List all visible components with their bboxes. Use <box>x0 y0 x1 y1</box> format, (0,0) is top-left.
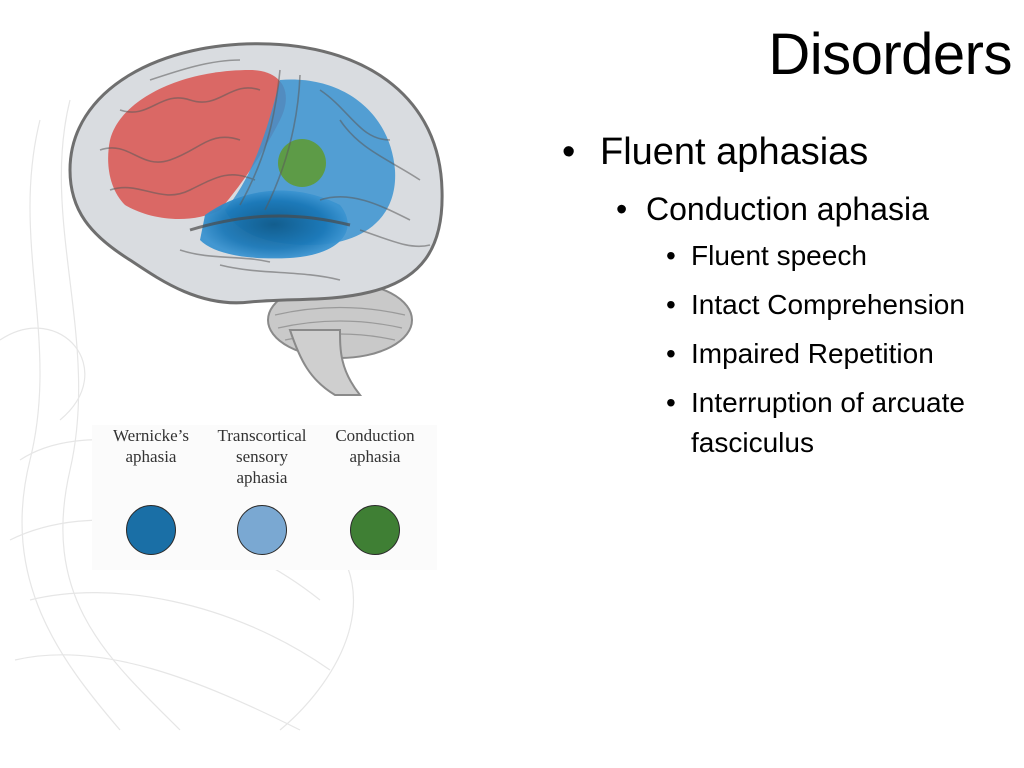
bullet-level1: • Fluent aphasias <box>560 128 1010 176</box>
bullet-text: Interruption of arcuate fasciculus <box>691 387 965 458</box>
bullet-dot: • <box>666 240 676 271</box>
brain-illustration <box>68 42 444 396</box>
bullet-level3: • Intact Comprehension <box>560 285 991 325</box>
bullet-text: Conduction aphasia <box>646 191 929 227</box>
bullet-text: Fluent aphasias <box>600 131 869 173</box>
bullet-dot: • <box>666 338 676 369</box>
bullet-level2: • Conduction aphasia <box>560 188 1010 230</box>
bullet-dot: • <box>616 191 628 227</box>
legend-item-wernicke: Wernicke’s aphasia <box>92 425 210 555</box>
legend-label: Wernicke’s aphasia <box>112 426 190 466</box>
bullet-list: • Fluent aphasias • Conduction aphasia •… <box>560 128 1010 463</box>
bullet-level3: • Impaired Repetition <box>560 334 991 374</box>
bullet-level3: • Fluent speech <box>560 236 991 276</box>
legend-label: Transcortical sensory aphasia <box>217 426 307 487</box>
bullet-dot: • <box>666 387 676 418</box>
bullet-dot: • <box>562 131 576 173</box>
slide-title: Disorders <box>768 22 1012 87</box>
bullet-dot: • <box>666 289 676 320</box>
legend-swatch-wernicke <box>126 505 176 555</box>
bullet-text: Intact Comprehension <box>691 289 965 320</box>
bullet-level3: • Interruption of arcuate fasciculus <box>560 383 991 463</box>
aphasia-legend: Wernicke’s aphasia Transcortical sensory… <box>92 425 437 570</box>
legend-swatch-transcortical-sensory <box>237 505 287 555</box>
legend-item-conduction: Conduction aphasia <box>316 425 434 555</box>
bullet-text: Impaired Repetition <box>691 338 934 369</box>
legend-label: Conduction aphasia <box>335 426 415 466</box>
legend-swatch-conduction <box>350 505 400 555</box>
bullet-text: Fluent speech <box>691 240 867 271</box>
legend-item-transcortical-sensory: Transcortical sensory aphasia <box>203 425 321 555</box>
